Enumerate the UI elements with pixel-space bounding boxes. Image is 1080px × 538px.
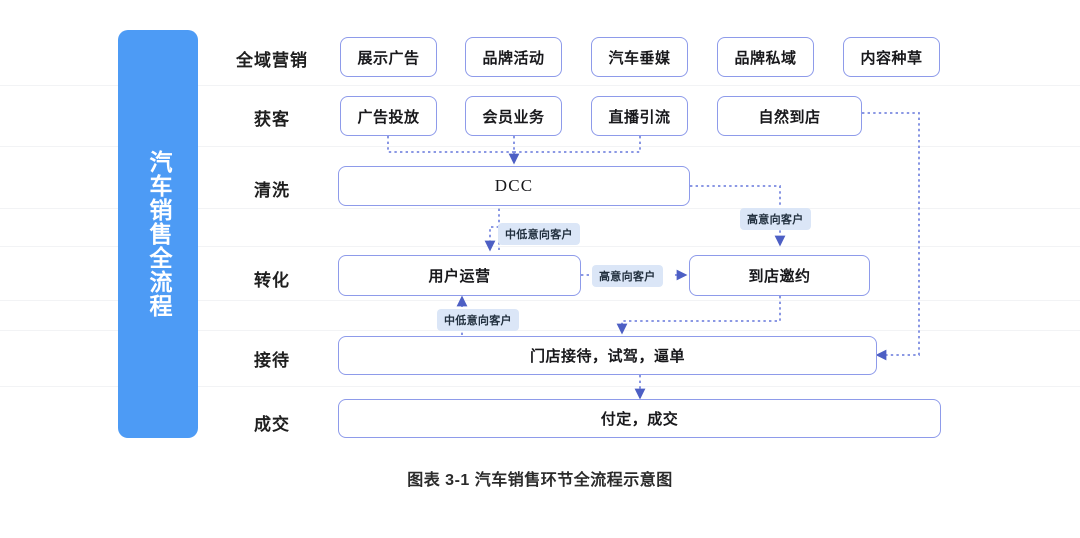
node-member-business[interactable]: 会员业务 [465,96,562,136]
node-walk-in[interactable]: 自然到店 [717,96,862,136]
node-livestream-traffic[interactable]: 直播引流 [591,96,688,136]
node-content-seeding[interactable]: 内容种草 [843,37,940,77]
stage-label-conversion: 转化 [254,271,290,290]
node-dcc[interactable]: DCC [338,166,690,206]
edge-label-dcc-to-invitation: 高意向客户 [740,208,811,230]
figure-caption: 图表 3-1 汽车销售环节全流程示意图 [407,472,673,489]
node-auto-vertical-media[interactable]: 汽车垂媒 [591,37,688,77]
node-store-invitation[interactable]: 到店邀约 [689,255,870,296]
vertical-title-banner: 汽车销售全流程 [118,30,198,438]
node-user-operations[interactable]: 用户运营 [338,255,581,296]
stage-label-reception: 接待 [254,351,290,370]
node-brand-private-domain[interactable]: 品牌私域 [717,37,814,77]
edge-label-reception-to-user-ops: 中低意向客户 [437,309,519,331]
node-display-ads[interactable]: 展示广告 [340,37,437,77]
node-store-reception[interactable]: 门店接待，试驾，逼单 [338,336,877,375]
stage-label-marketing: 全域营销 [236,51,308,70]
stage-label-acquisition: 获客 [254,110,290,129]
edge-label-dcc-to-user-ops: 中低意向客户 [498,223,580,245]
banner-title: 汽车销售全流程 [146,150,172,318]
stage-label-deal: 成交 [254,415,290,434]
node-ad-placement[interactable]: 广告投放 [340,96,437,136]
stage-label-cleaning: 清洗 [254,181,290,200]
node-brand-campaign[interactable]: 品牌活动 [465,37,562,77]
edge-label-user-ops-to-invitation: 高意向客户 [592,265,663,287]
node-deposit-deal[interactable]: 付定，成交 [338,399,941,438]
